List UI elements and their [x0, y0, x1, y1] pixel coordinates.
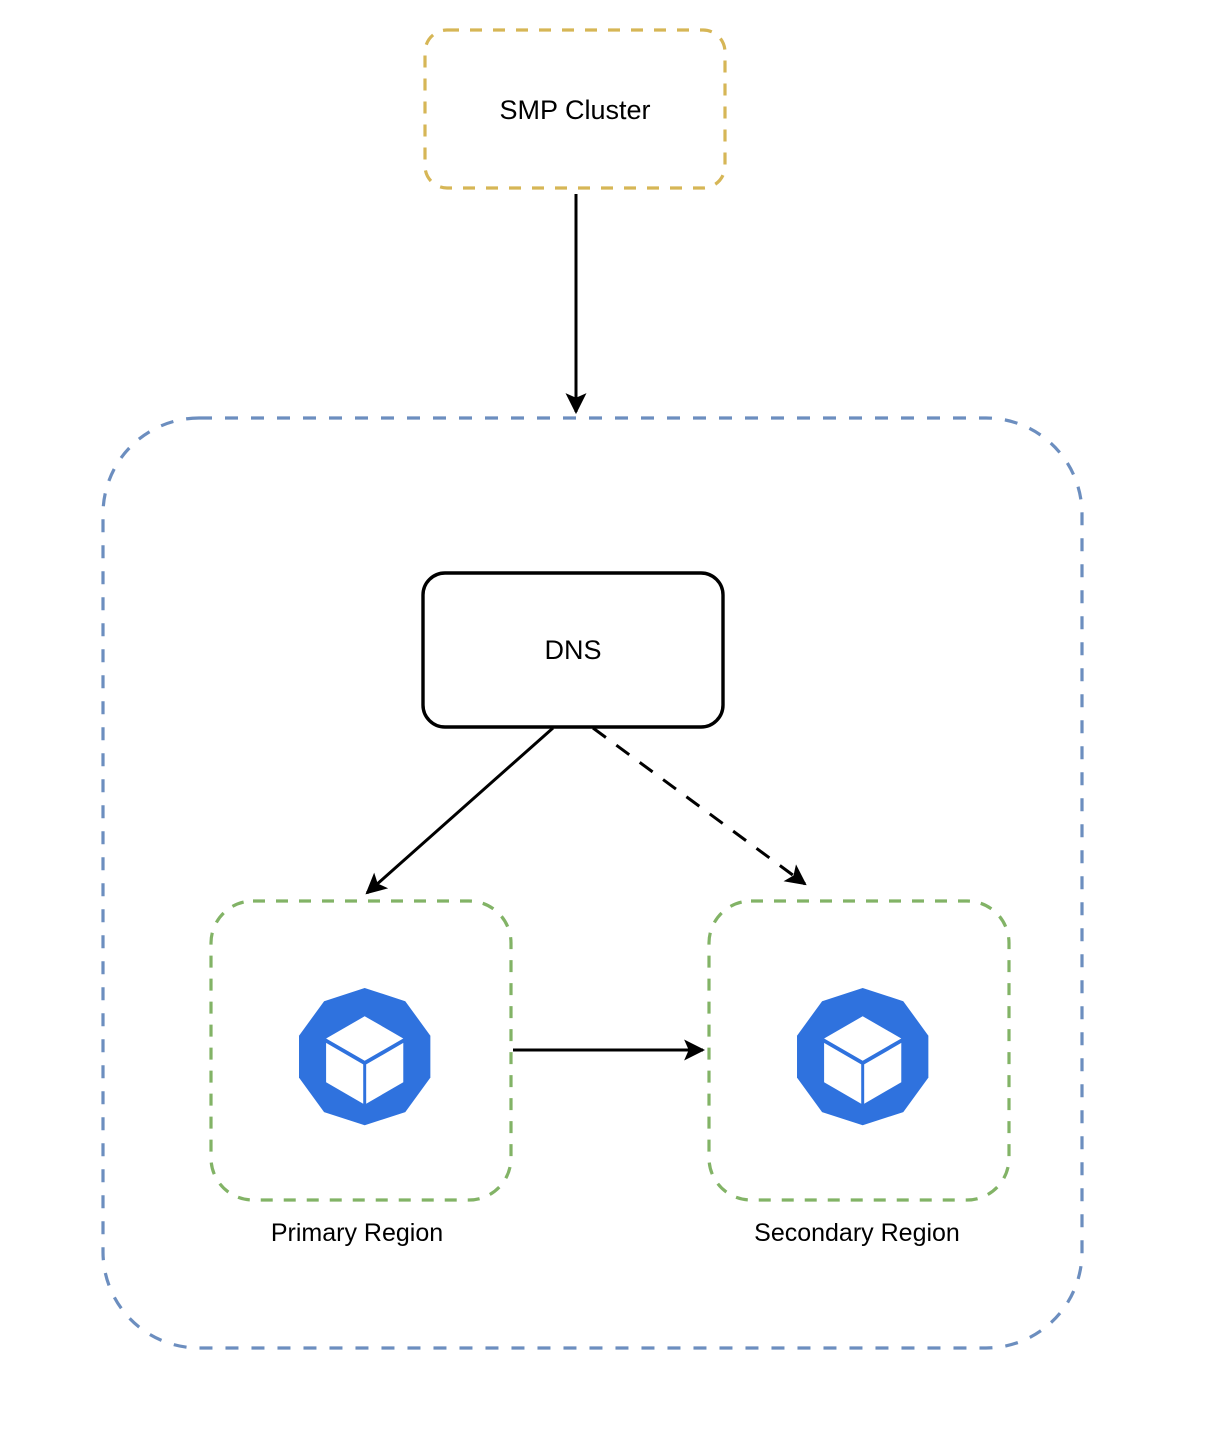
platform-boundary-box[interactable] [101, 416, 1084, 1350]
dns-box[interactable] [421, 571, 725, 729]
edge-dns-to-secondary[interactable] [592, 726, 807, 886]
kubernetes-icon [299, 988, 431, 1126]
kubernetes-icon [797, 988, 929, 1126]
smp-cluster-box[interactable] [423, 28, 727, 190]
edge-dns-to-primary[interactable] [365, 726, 554, 895]
